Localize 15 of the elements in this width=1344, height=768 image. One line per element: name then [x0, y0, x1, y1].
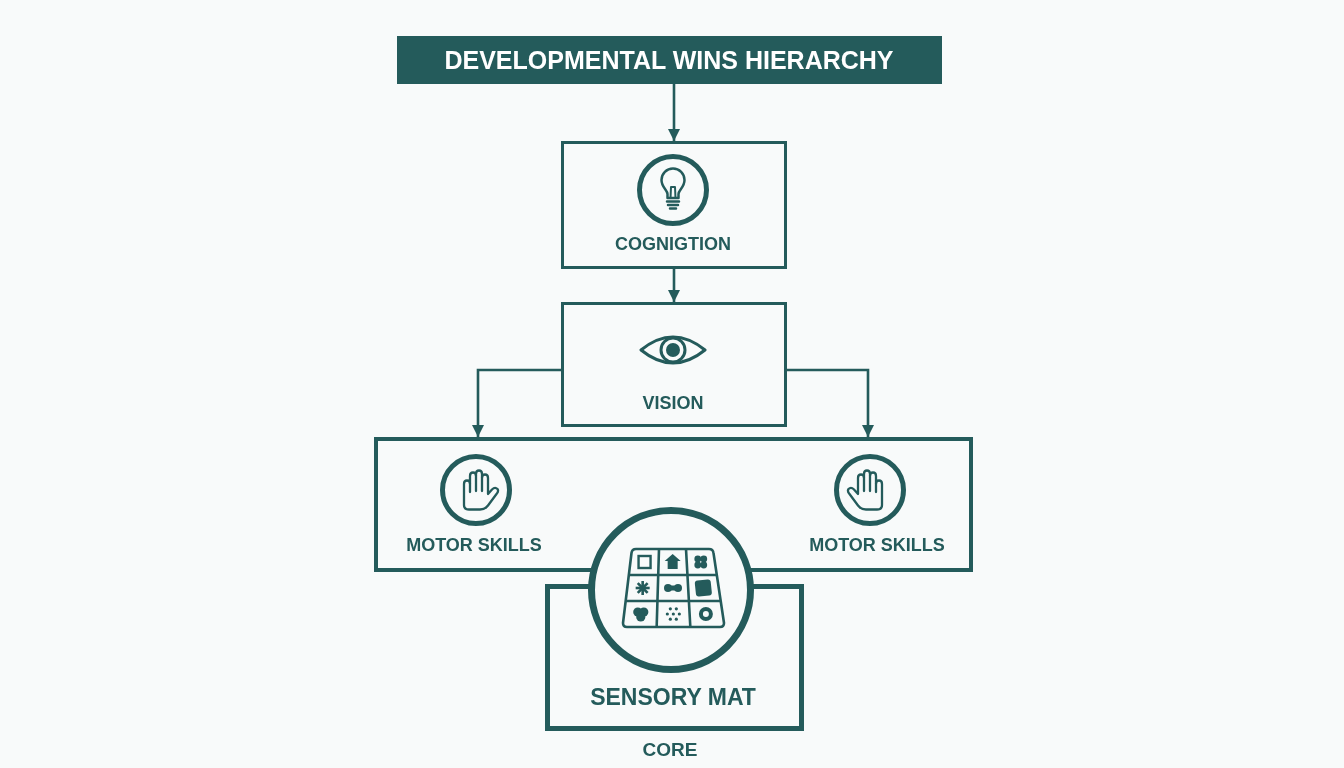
- arrow: [668, 84, 680, 141]
- arrow: [668, 269, 680, 302]
- skills-panel: [374, 437, 973, 572]
- arrow: [787, 368, 874, 437]
- process-box: [561, 141, 787, 269]
- node-label: SENSORY MAT: [589, 683, 757, 711]
- node-label: MOTOR SKILLS: [405, 534, 543, 556]
- title-text: DEVELOPMENTAL WINS HIERARCHY: [443, 45, 895, 75]
- node-label: MOTOR SKILLS: [808, 534, 946, 556]
- arrow: [472, 368, 561, 437]
- node-label: COGNIGTION: [614, 233, 732, 255]
- title-banner: [397, 36, 942, 84]
- caption-label: CORE: [641, 738, 699, 761]
- process-box: [561, 302, 787, 427]
- node-label: VISION: [641, 392, 705, 414]
